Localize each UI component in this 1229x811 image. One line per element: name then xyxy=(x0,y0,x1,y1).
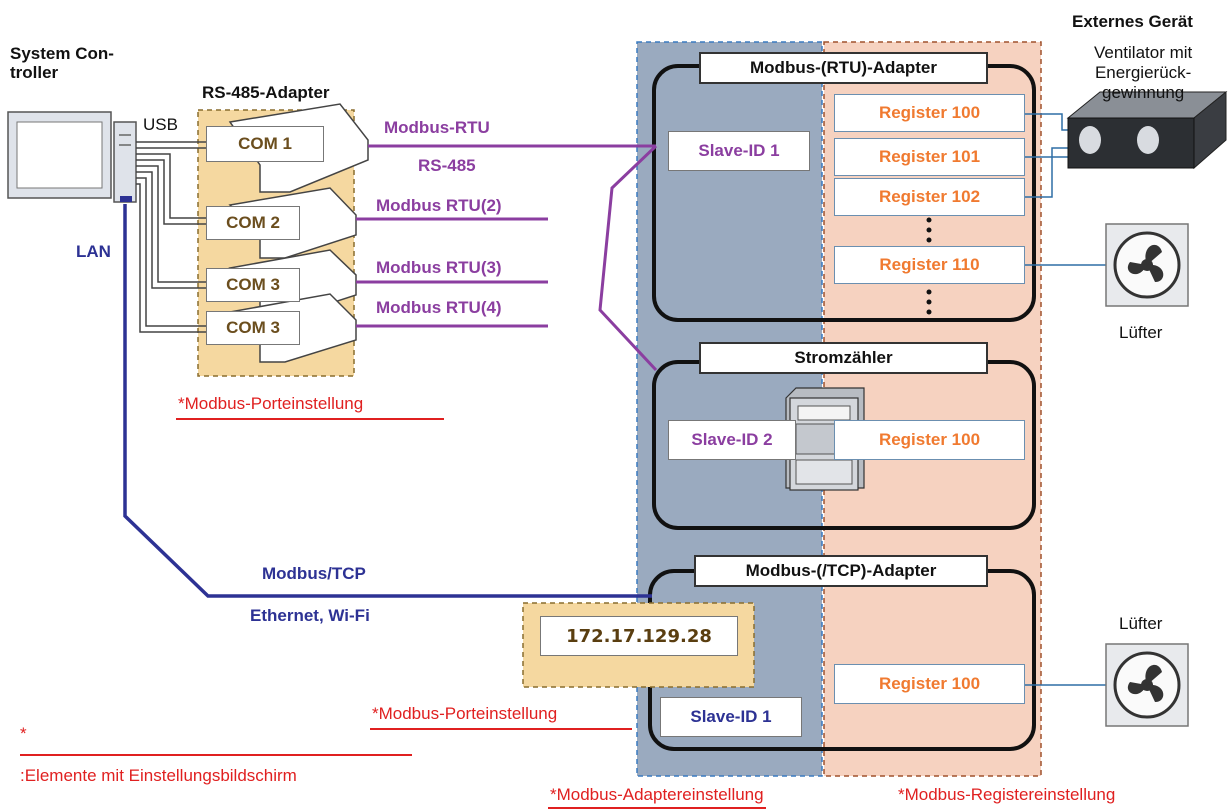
com-port-2: COM 2 xyxy=(206,206,300,240)
register-setting-note: *Modbus-Registereinstellung xyxy=(898,785,1116,804)
register-101: Register 101 xyxy=(834,138,1025,176)
fan-label-2: Lüfter xyxy=(1119,614,1163,633)
port-setting-note-2: *Modbus-Porteinstellung xyxy=(370,704,632,730)
rtu-slave-id: Slave-ID 1 xyxy=(668,131,810,171)
ventilator-label: Ventilator mit Energierück- gewinnung xyxy=(1094,43,1193,102)
meter-title: Stromzähler xyxy=(699,342,988,374)
legend-text: :Elemente mit Einstellungsbildschirm xyxy=(20,766,297,785)
tcp-line-label: Modbus/TCP xyxy=(262,564,366,583)
legend-red-line xyxy=(20,754,412,756)
com-port-1: COM 1 xyxy=(206,126,324,162)
ventilator-unit-icon xyxy=(1066,90,1228,170)
computer-icon xyxy=(7,111,137,203)
system-controller-title: System Con- troller xyxy=(10,44,114,82)
rtu-line-label-2: Modbus RTU(2) xyxy=(376,196,502,215)
tcp-register-100: Register 100 xyxy=(834,664,1025,704)
rtu-lines xyxy=(356,144,658,372)
lan-label: LAN xyxy=(76,242,111,261)
com-port-4: COM 3 xyxy=(206,311,300,345)
rtu-line-label-3: Modbus RTU(3) xyxy=(376,258,502,277)
com-port-3: COM 3 xyxy=(206,268,300,302)
fan-icon xyxy=(1105,223,1189,307)
device-connectors xyxy=(1025,113,1106,686)
tcp-medium-label: Ethernet, Wi-Fi xyxy=(250,606,370,625)
register-102: Register 102 xyxy=(834,178,1025,216)
register-110: Register 110 xyxy=(834,246,1025,284)
port-setting-note-1: *Modbus-Porteinstellung xyxy=(176,394,444,420)
rtu-line-label-1: Modbus-RTU xyxy=(384,118,490,137)
usb-label: USB xyxy=(143,115,178,134)
rtu-adapter-title: Modbus-(RTU)-Adapter xyxy=(699,52,988,84)
fan-label-1: Lüfter xyxy=(1119,323,1163,342)
tcp-slave-id: Slave-ID 1 xyxy=(660,697,802,737)
adapter-setting-note: *Modbus-Adaptereinstellung xyxy=(548,785,766,809)
tcp-adapter-title: Modbus-(/TCP)-Adapter xyxy=(694,555,988,587)
ellipsis-dots xyxy=(926,217,932,315)
external-device-title: Externes Gerät xyxy=(1072,12,1193,31)
usb-cables xyxy=(136,141,206,333)
rs485-adapter-title: RS-485-Adapter xyxy=(202,83,330,102)
rtu-line-label-4: Modbus RTU(4) xyxy=(376,298,502,317)
fan-icon xyxy=(1105,643,1189,727)
ip-address-field: 172.17.129.28 xyxy=(540,616,738,656)
register-100: Register 100 xyxy=(834,94,1025,132)
lan-line xyxy=(123,204,652,598)
rs485-label: RS-485 xyxy=(418,156,476,175)
electric-meter-icon xyxy=(785,387,865,491)
meter-register-100: Register 100 xyxy=(834,420,1025,460)
legend-star: * xyxy=(20,724,27,743)
meter-slave-id: Slave-ID 2 xyxy=(668,420,796,460)
